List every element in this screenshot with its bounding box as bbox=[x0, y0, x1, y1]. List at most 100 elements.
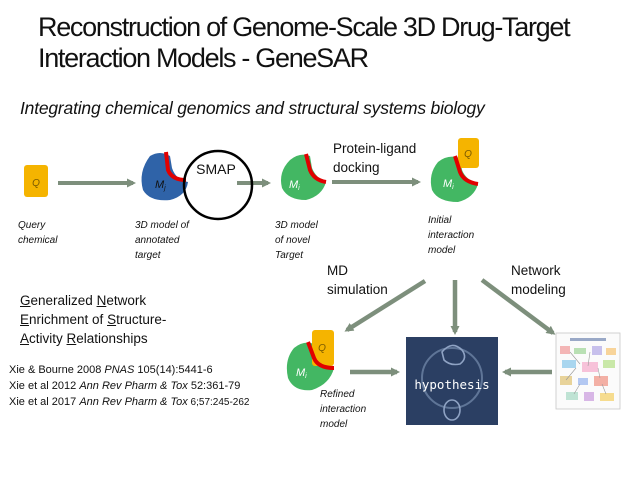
refined-caption: Refined interaction model bbox=[320, 387, 400, 432]
refined-target-shape bbox=[286, 342, 334, 391]
hypothesis-cycle bbox=[421, 347, 483, 409]
genesar-acronym: Generalized Network Enrichment of Struct… bbox=[20, 291, 220, 348]
reference-authors: Xie et al 2012 bbox=[9, 380, 80, 392]
novel-target-node: Mi bbox=[281, 153, 327, 200]
docking-label: Protein-ligand docking bbox=[333, 139, 443, 177]
acronym-rest: etwork bbox=[106, 293, 147, 308]
initial-caption-line-1: Initial bbox=[428, 215, 452, 226]
reference-details: 105(14):5441-6 bbox=[134, 364, 213, 376]
initial-binding-site bbox=[453, 155, 479, 186]
novel-caption: 3D model of novel Target bbox=[275, 218, 355, 263]
reference-journal: PNAS bbox=[104, 364, 135, 376]
md-label-line-2: simulation bbox=[327, 282, 388, 297]
initial-target-shape bbox=[430, 156, 478, 202]
refined-caption-line-3: model bbox=[320, 419, 348, 430]
novel-caption-line-1: 3D model bbox=[275, 220, 318, 231]
reference-1: Xie & Bourne 2008 PNAS 105(14):5441-6 bbox=[9, 362, 249, 378]
hypothesis-bird-icon bbox=[441, 344, 466, 366]
acronym-letter: A bbox=[20, 331, 30, 346]
reference-journal: Ann Rev Pharm & Tox bbox=[79, 380, 188, 392]
reference-2: Xie et al 2012 Ann Rev Pharm & Tox 52:36… bbox=[9, 378, 249, 394]
network-map-node bbox=[562, 360, 576, 368]
hypothesis-egg-icon bbox=[443, 399, 461, 421]
refined-interaction-node: Q Mi bbox=[286, 330, 335, 391]
network-map-node bbox=[603, 360, 615, 368]
query-caption-line-1: Query bbox=[18, 220, 46, 231]
acronym-letter: E bbox=[20, 312, 30, 327]
annotated-glyph: Mj bbox=[155, 179, 166, 192]
network-map-node bbox=[582, 362, 598, 372]
acronym-rest: nrichment of bbox=[29, 312, 108, 327]
slide-title: Reconstruction of Genome-Scale 3D Drug-T… bbox=[38, 12, 618, 74]
network-map-node bbox=[574, 348, 586, 354]
reference-details: 6;57:245-262 bbox=[187, 397, 250, 408]
network-map-node bbox=[566, 392, 578, 400]
refined-binding-site bbox=[306, 341, 335, 370]
network-modeling-label: Network modeling bbox=[511, 261, 601, 299]
acronym-letter: G bbox=[20, 293, 31, 308]
network-map-node bbox=[578, 378, 588, 385]
acronym-rest: eneralized bbox=[30, 293, 97, 308]
reference-3: Xie et al 2017 Ann Rev Pharm & Tox 6;57:… bbox=[9, 394, 249, 411]
annotated-caption-line-1: 3D model of bbox=[135, 220, 189, 231]
network-map-image bbox=[555, 332, 621, 410]
md-label-line-1: MD bbox=[327, 263, 348, 278]
annotated-target-node: Mj bbox=[141, 151, 188, 201]
hypothesis-label: hypothesis bbox=[414, 377, 489, 392]
refined-glyph: Mi bbox=[296, 367, 307, 380]
initial-caption: Initial interaction model bbox=[428, 213, 508, 258]
acronym-letter: N bbox=[96, 293, 107, 308]
arrow-md-simulation bbox=[344, 279, 427, 332]
initial-caption-line-3: model bbox=[428, 245, 456, 256]
query-caption-line-2: chemical bbox=[18, 235, 58, 246]
network-map-node bbox=[594, 376, 608, 386]
novel-target-shape bbox=[281, 154, 326, 200]
novel-caption-line-2: of novel bbox=[275, 235, 311, 246]
network-map-node bbox=[560, 376, 572, 385]
docking-label-line-2: docking bbox=[333, 160, 380, 175]
reference-authors: Xie & Bourne 2008 bbox=[9, 364, 105, 376]
annotated-caption-line-3: target bbox=[135, 250, 161, 261]
novel-binding-site bbox=[304, 153, 327, 184]
smap-node: SMAP bbox=[182, 149, 254, 221]
acronym-letter: S bbox=[107, 312, 117, 327]
query-glyph: Q bbox=[32, 178, 40, 189]
reference-details: 52:361-79 bbox=[187, 380, 241, 392]
refined-caption-line-2: interaction bbox=[320, 404, 367, 415]
network-map-header bbox=[570, 338, 606, 341]
smap-circle bbox=[182, 149, 254, 221]
acronym-letter: R bbox=[66, 331, 77, 346]
annotated-caption: 3D model of annotated target bbox=[135, 218, 215, 263]
network-label-line-2: modeling bbox=[511, 282, 566, 297]
network-label-line-1: Network bbox=[511, 263, 561, 278]
md-simulation-label: MD simulation bbox=[327, 261, 417, 299]
acronym-line-2: Enrichment of Structure- bbox=[20, 310, 220, 329]
initial-interaction-node: Q Mi bbox=[430, 138, 479, 202]
acronym-line-3: Activity Relationships bbox=[20, 329, 220, 348]
reference-authors: Xie et al 2017 bbox=[9, 396, 80, 408]
query-chemical-node: Q bbox=[24, 165, 48, 197]
acronym-rest: ctivity bbox=[29, 331, 67, 346]
acronym-rest: elationships bbox=[76, 331, 148, 346]
network-map-node bbox=[600, 393, 614, 401]
initial-glyph: Mi bbox=[443, 178, 454, 191]
novel-caption-line-3: Target bbox=[275, 250, 303, 261]
smap-label: SMAP bbox=[196, 161, 236, 177]
title-line-1: Reconstruction of Genome-Scale 3D Drug-T… bbox=[38, 12, 571, 42]
docking-label-line-1: Protein-ligand bbox=[333, 141, 417, 156]
refined-q-glyph: Q bbox=[318, 343, 326, 354]
slide-subtitle: Integrating chemical genomics and struct… bbox=[20, 98, 485, 118]
annotated-caption-line-2: annotated bbox=[135, 235, 180, 246]
network-map-node bbox=[606, 348, 616, 355]
reference-journal: Ann Rev Pharm & Tox bbox=[79, 396, 188, 408]
arrow-network-modeling bbox=[480, 278, 556, 335]
network-map-node bbox=[584, 392, 594, 401]
annotated-target-shape bbox=[141, 153, 188, 201]
query-chemical-shape bbox=[24, 165, 48, 197]
network-map-edges bbox=[565, 351, 607, 395]
novel-glyph: Mi bbox=[289, 179, 300, 192]
query-caption: Query chemical bbox=[18, 218, 88, 248]
initial-caption-line-2: interaction bbox=[428, 230, 475, 241]
acronym-line-1: Generalized Network bbox=[20, 291, 220, 310]
